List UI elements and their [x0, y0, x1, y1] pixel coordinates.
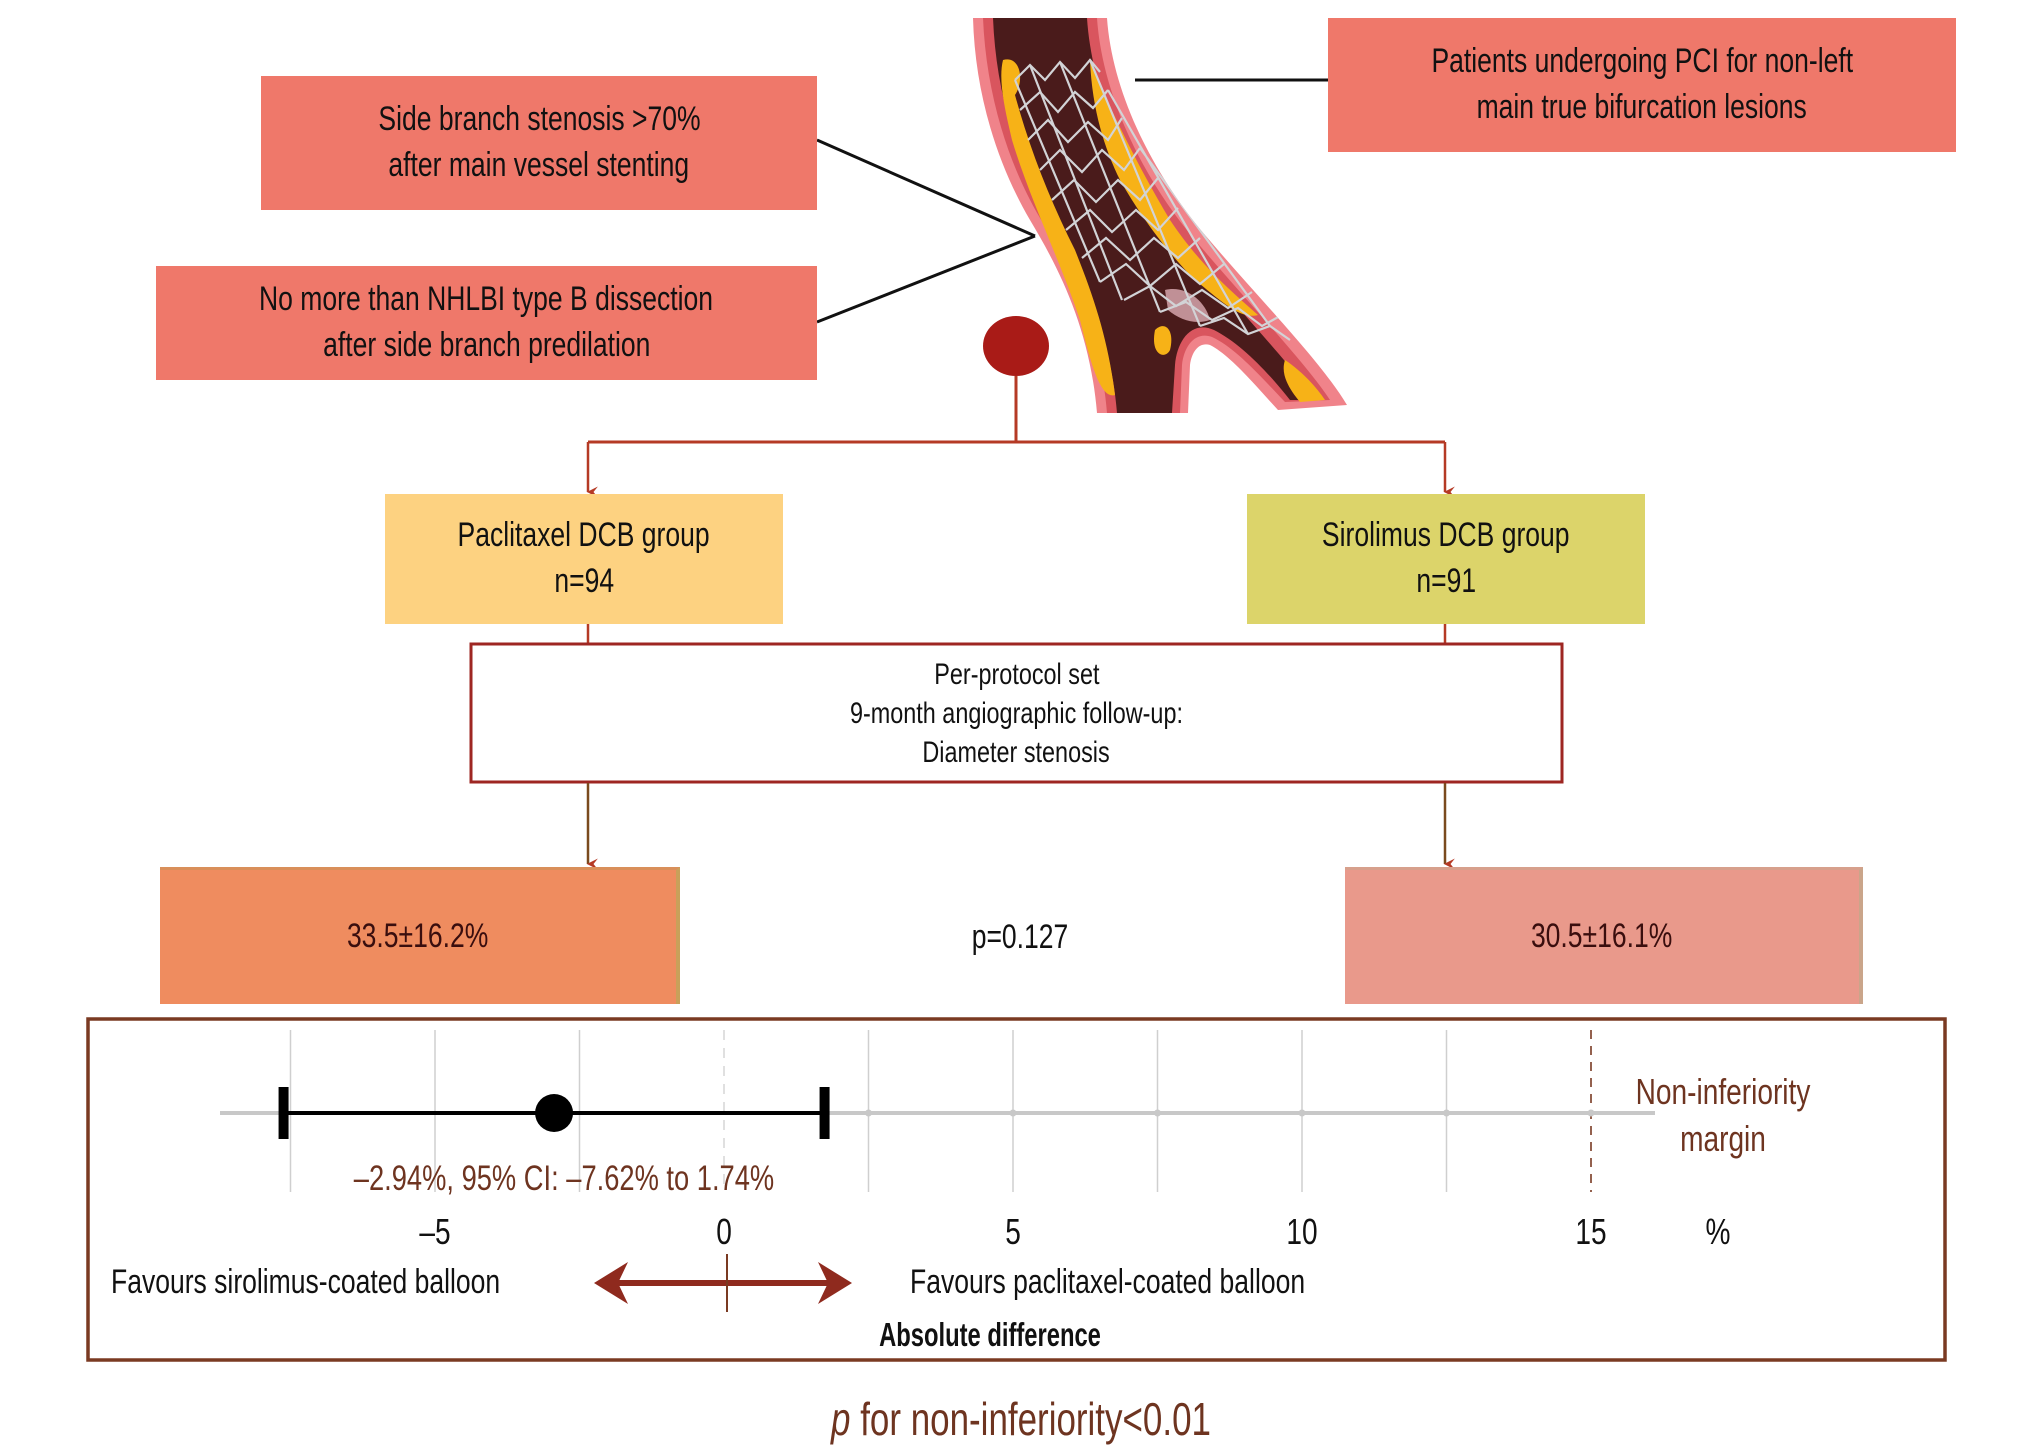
x-tick-label: 10: [1286, 1211, 1318, 1252]
vessel-illustration: [973, 18, 1347, 413]
endpoint-line-3: Diameter stenosis: [922, 735, 1111, 769]
paclitaxel-group-n: n=94: [554, 562, 614, 600]
criterion-2-line-2: after side branch predilation: [322, 326, 651, 364]
x-axis-title: Absolute difference: [879, 1316, 1101, 1353]
criterion-1-line-2: after main vessel stenting: [388, 146, 690, 184]
endpoint-line-1: Per-protocol set: [933, 657, 1100, 691]
paclitaxel-result-value: 33.5±16.2%: [347, 917, 489, 956]
forest-plot-frame: [86, 1017, 1947, 1362]
endpoint-box: Per-protocol set 9-month angiographic fo…: [471, 644, 1562, 782]
sirolimus-result-value: 30.5±16.1%: [1531, 917, 1673, 956]
paclitaxel-result-box: 33.5±16.2%: [160, 867, 680, 1004]
endpoint-line-2: 9-month angiographic follow-up:: [849, 696, 1183, 730]
estimate-label: –2.94%, 95% CI: –7.62% to 1.74%: [353, 1159, 775, 1198]
axis-node: [1154, 1109, 1161, 1117]
p-italic: p: [831, 1393, 851, 1445]
sirolimus-group-box: Sirolimus DCB group n=91: [1247, 494, 1645, 624]
population-line-2: main true bifurcation lesions: [1476, 88, 1808, 126]
x-tick-label: –5: [419, 1211, 451, 1252]
plaque-left: [1001, 59, 1115, 396]
x-tick-label: 15: [1575, 1211, 1607, 1252]
plaque-carina: [1153, 326, 1172, 355]
paclitaxel-group-name: Paclitaxel DCB group: [457, 516, 711, 555]
criterion-2-line-1: No more than NHLBI type B dissection: [259, 280, 714, 319]
inclusion-box-side-branch-stenosis: Side branch stenosis >70% after main ves…: [261, 76, 817, 210]
endpoint-frame: [469, 642, 1564, 784]
population-box: Patients undergoing PCI for non-left mai…: [1328, 18, 1956, 152]
axis-node: [1009, 1109, 1017, 1117]
p-value-text: p=0.127: [971, 918, 1069, 956]
axis-node: [1587, 1109, 1595, 1117]
non-inferiority-p-value: p for non-inferiority<0.01: [771, 1392, 1271, 1446]
connector-criterion-1: [816, 138, 1036, 238]
inclusion-box-dissection: No more than NHLBI type B dissection aft…: [156, 266, 817, 380]
x-unit-label: %: [1705, 1211, 1731, 1252]
forest-plot: [220, 1030, 1655, 1192]
sirolimus-result-box: 30.5±16.1%: [1345, 867, 1863, 1004]
point-estimate-marker: [535, 1094, 574, 1132]
sirolimus-group-n: n=91: [1416, 562, 1476, 600]
margin-label-line-1: Non-inferiority: [1635, 1071, 1811, 1112]
axis-node: [1443, 1109, 1450, 1117]
p-rest: for non-inferiority<0.01: [850, 1393, 1211, 1445]
margin-label-line-2: margin: [1680, 1118, 1766, 1159]
x-tick-label: 5: [1005, 1211, 1021, 1252]
favours-sirolimus-label: Favours sirolimus-coated balloon: [111, 1263, 501, 1301]
stent-mesh: [1013, 58, 1291, 341]
axis-node: [865, 1109, 872, 1117]
x-tick-label: 0: [716, 1211, 732, 1252]
paclitaxel-group-box: Paclitaxel DCB group n=94: [385, 494, 783, 624]
between-group-p-value: p=0.127: [958, 918, 1082, 957]
axis-node: [1298, 1109, 1306, 1117]
randomisation-node-icon: [983, 316, 1049, 376]
ci-lower-cap: [278, 1087, 289, 1139]
sirolimus-group-name: Sirolimus DCB group: [1322, 516, 1570, 555]
population-line-1: Patients undergoing PCI for non-left: [1431, 42, 1853, 81]
direction-arrow-icon: [594, 1254, 852, 1312]
ci-upper-cap: [819, 1087, 830, 1139]
tissue-patch: [1165, 289, 1210, 322]
favours-paclitaxel-label: Favours paclitaxel-coated balloon: [910, 1263, 1306, 1301]
criterion-1-line-1: Side branch stenosis >70%: [377, 100, 701, 139]
connector-criterion-2: [816, 234, 1036, 324]
plaque-branch: [1283, 360, 1325, 402]
